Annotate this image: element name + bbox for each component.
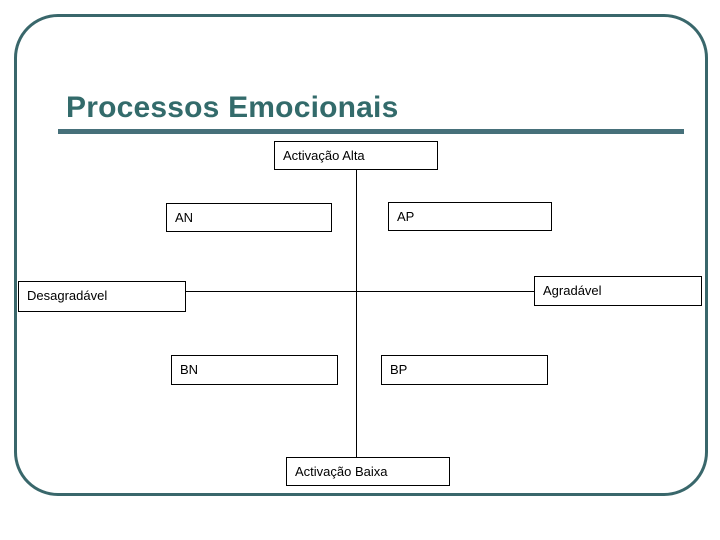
axis-label-agradavel: Agradável (534, 276, 702, 306)
axis-label-activacao-baixa: Activação Baixa (286, 457, 450, 486)
horizontal-axis-line (186, 291, 535, 292)
axis-label-desagradavel: Desagradável (18, 281, 186, 312)
title-underline-rule (58, 129, 684, 134)
vertical-axis-line (356, 169, 357, 458)
axis-label-activacao-alta: Activação Alta (274, 141, 438, 170)
page-title: Processos Emocionais (66, 91, 399, 124)
quadrant-box-bp: BP (381, 355, 548, 385)
quadrant-box-an: AN (166, 203, 332, 232)
quadrant-box-bn: BN (171, 355, 338, 385)
quadrant-box-ap: AP (388, 202, 552, 231)
